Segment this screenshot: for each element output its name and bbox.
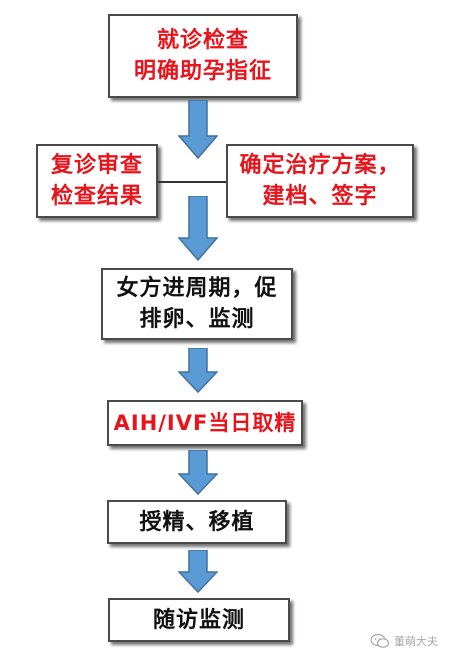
arrow-down-icon — [178, 100, 218, 160]
arrow-down-icon — [178, 196, 218, 262]
step-cycle-box: 女方进周期，促 排卵、监测 — [101, 268, 293, 340]
step-review-line-2: 检查结果 — [50, 184, 143, 209]
step-plan-box: 确定治疗方案， 建档、签字 — [226, 144, 414, 218]
arrow-down-icon — [178, 450, 218, 496]
step-retrieval-label: AIH/IVF当日取精 — [113, 410, 297, 435]
step-retrieval-box: AIH/IVF当日取精 — [107, 400, 303, 446]
wechat-icon — [370, 633, 390, 648]
step-cycle-line-2: 排卵、监测 — [139, 307, 255, 332]
step-consult-line-2: 明确助孕指征 — [133, 59, 272, 84]
step-plan-line-2: 建档、签字 — [262, 184, 378, 209]
step-cycle-line-1: 女方进周期，促 — [116, 276, 278, 301]
arrow-down-icon — [178, 550, 218, 594]
watermark-text: 董萌大夫 — [394, 635, 438, 648]
step-consult-box: 就诊检查 明确助孕指征 — [108, 14, 298, 98]
step-plan-line-1: 确定治疗方案， — [239, 153, 401, 178]
step-insemination-box: 授精、移植 — [107, 500, 287, 544]
step-insemination-label: 授精、移植 — [139, 509, 255, 535]
watermark: 董萌大夫 — [370, 633, 438, 649]
step-followup-box: 随访监测 — [108, 598, 290, 642]
step-followup-label: 随访监测 — [152, 607, 245, 633]
step-review-line-1: 复诊审查 — [50, 153, 143, 178]
arrow-down-icon — [178, 348, 218, 394]
step-review-box: 复诊审查 检查结果 — [36, 144, 158, 218]
connector-line — [158, 181, 226, 183]
step-consult-line-1: 就诊检查 — [156, 28, 249, 53]
